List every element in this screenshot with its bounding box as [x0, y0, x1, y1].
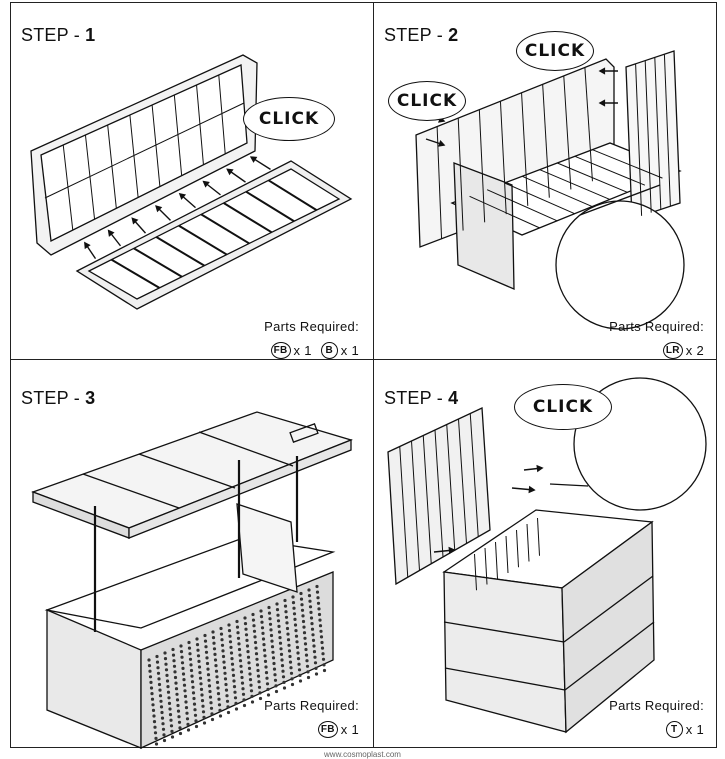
part-badge-fb: FB [270, 342, 291, 359]
parts-row: FB x 1 B x 1 [264, 342, 359, 359]
footer-url: www.cosmoplast.com [324, 750, 401, 759]
parts-required: Parts Required: T x 1 [609, 698, 704, 738]
click-callout: CLICK [514, 384, 612, 430]
part-qty: x 1 [340, 343, 359, 358]
step-1-illustration [30, 54, 353, 310]
step-title: STEP - 4 [384, 388, 459, 408]
step-title: STEP - 3 [21, 388, 96, 408]
instruction-sheet: STEP - 1 CLICK Parts Required: FB x 1 [10, 2, 718, 749]
vertical-divider [373, 3, 374, 748]
parts-required: Parts Required: FB x 1 B x 1 [264, 319, 359, 359]
parts-label: Parts Required: [264, 698, 359, 713]
parts-required: Parts Required: FB x 1 [264, 698, 359, 738]
parts-label: Parts Required: [264, 319, 359, 334]
part-badge-t: T [665, 721, 683, 738]
parts-label: Parts Required: [609, 319, 704, 334]
panel-step-2: STEP - 2 CLICK CLICK Parts Required: [374, 3, 718, 359]
part-qty: x 1 [340, 722, 359, 737]
horizontal-divider [11, 359, 717, 360]
click-callout: CLICK [243, 97, 335, 141]
part-badge-b: B [320, 342, 338, 359]
parts-row: T x 1 [609, 721, 704, 738]
step-title: STEP - 1 [21, 25, 96, 45]
part-badge-fb: FB [317, 721, 338, 738]
step-3-illustration [31, 411, 353, 749]
part-qty: x 1 [685, 722, 704, 737]
parts-label: Parts Required: [609, 698, 704, 713]
click-callout: CLICK [388, 81, 466, 121]
part-badge-lr: LR [662, 342, 683, 359]
click-callout: CLICK [516, 31, 594, 71]
panel-step-4: STEP - 4 CLICK Parts Requ [374, 360, 718, 749]
part-qty: x 1 [293, 343, 312, 358]
part-qty: x 2 [685, 343, 704, 358]
step-title: STEP - 2 [384, 25, 459, 45]
parts-row: FB x 1 [264, 721, 359, 738]
parts-row: LR x 2 [609, 342, 704, 359]
parts-required: Parts Required: LR x 2 [609, 319, 704, 359]
panel-step-3: STEP - 3 Parts Required: [11, 360, 373, 749]
step-2-illustration [415, 50, 685, 330]
panel-step-1: STEP - 1 CLICK Parts Required: FB x 1 [11, 3, 373, 359]
step-4-illustration [387, 377, 707, 734]
